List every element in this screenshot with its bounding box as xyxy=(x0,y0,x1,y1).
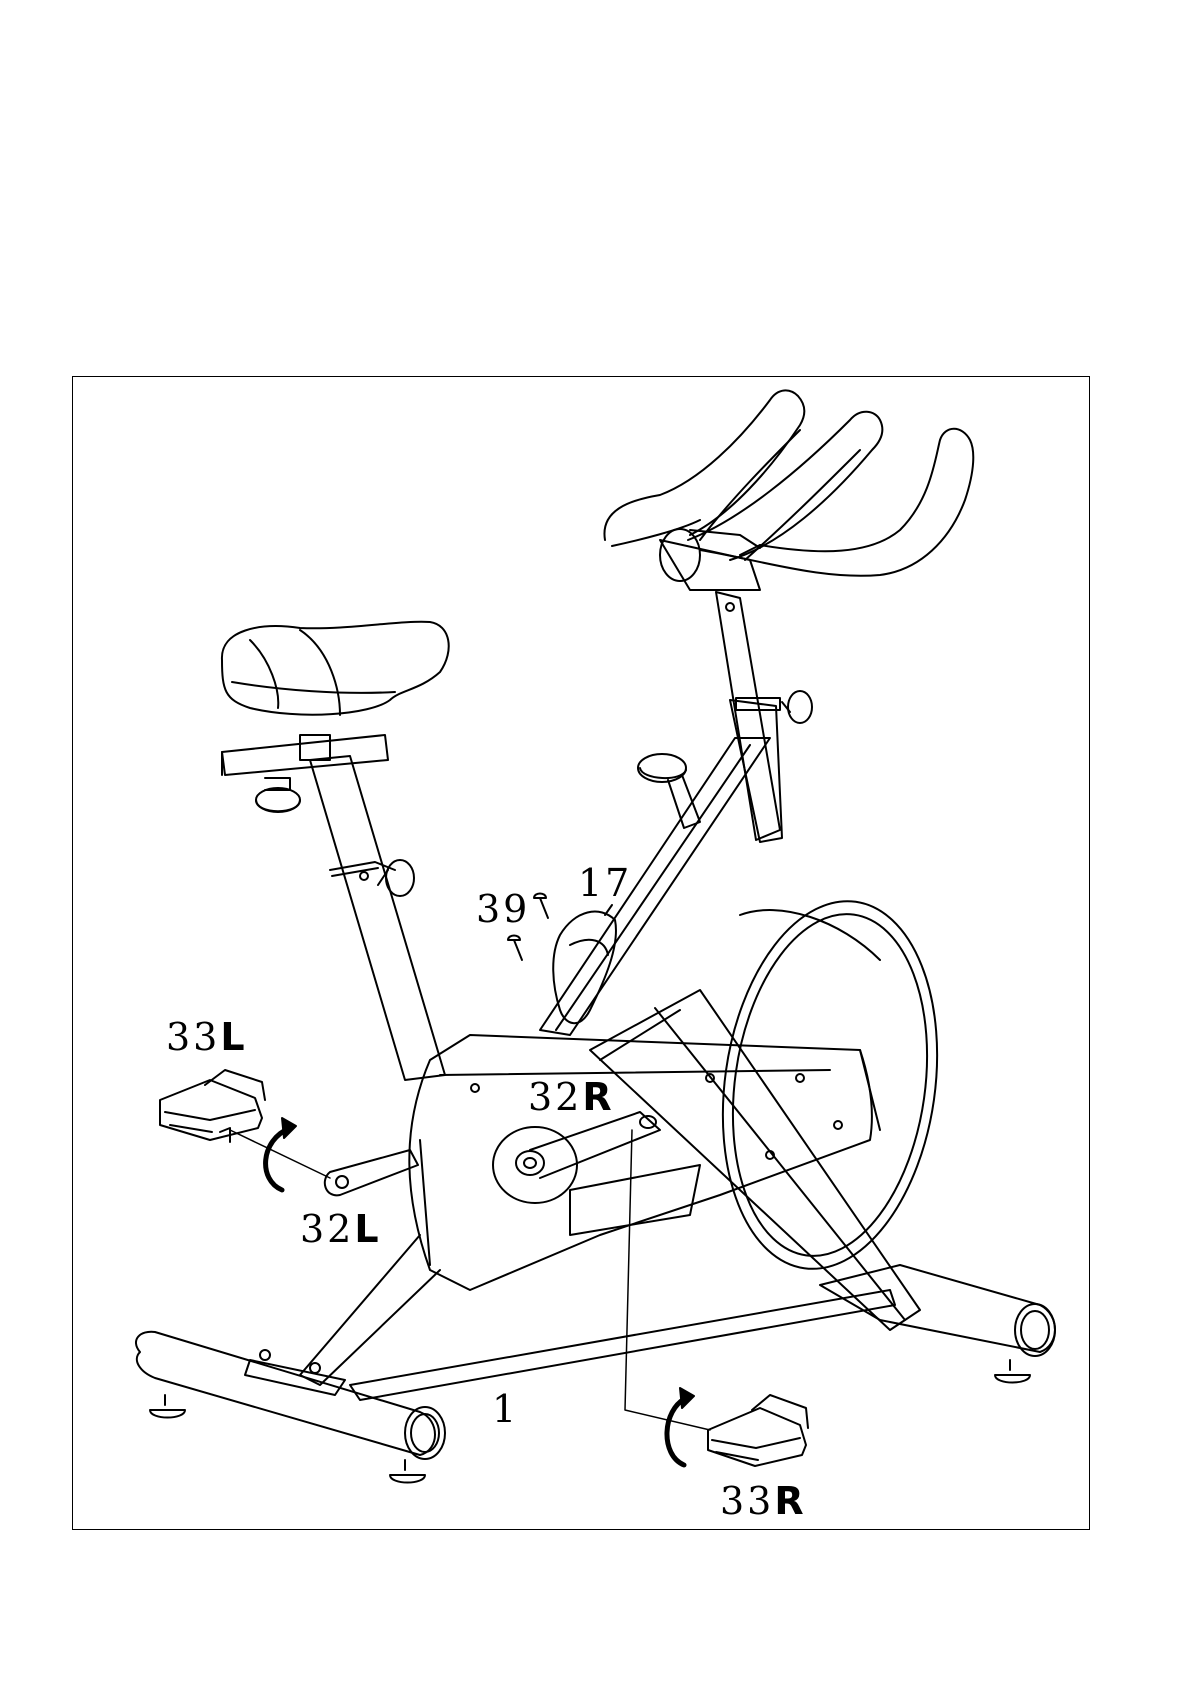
label-crank-right: 32R xyxy=(528,1078,615,1116)
front-stabilizer xyxy=(136,1332,445,1483)
label-crank-left: 32L xyxy=(300,1210,382,1248)
label-crank-right-number: 32 xyxy=(528,1075,582,1119)
rotation-arrow-icon xyxy=(667,1388,694,1465)
label-crank-left-side: L xyxy=(354,1207,381,1251)
label-pedal-left-number: 33 xyxy=(166,1015,220,1059)
left-pedal xyxy=(160,1070,265,1142)
label-pedal-left: 33L xyxy=(166,1018,248,1056)
seat-post xyxy=(310,756,445,1080)
left-pedal-guide-line xyxy=(230,1130,330,1178)
lower-frame xyxy=(300,990,920,1400)
label-crank-right-side: R xyxy=(582,1075,614,1119)
label-pedal-right-side: R xyxy=(774,1479,806,1523)
flywheel xyxy=(700,887,959,1283)
handlebar xyxy=(604,390,973,590)
label-screws: 39 xyxy=(476,890,530,928)
left-crank-arm xyxy=(325,1150,418,1195)
handlebar-stem xyxy=(716,592,812,842)
rear-stabilizer xyxy=(820,1265,1055,1383)
crank-housing xyxy=(409,1035,880,1290)
label-frame: 1 xyxy=(492,1390,519,1428)
main-frame-tube xyxy=(540,738,770,1035)
label-pedal-left-side: L xyxy=(220,1015,247,1059)
label-pedal-right-number: 33 xyxy=(720,1479,774,1523)
right-pedal xyxy=(708,1395,808,1466)
label-pedal-right: 33R xyxy=(720,1482,807,1520)
label-bottle-holder: 17 xyxy=(578,864,632,902)
label-crank-left-number: 32 xyxy=(300,1207,354,1251)
seat xyxy=(222,622,449,812)
